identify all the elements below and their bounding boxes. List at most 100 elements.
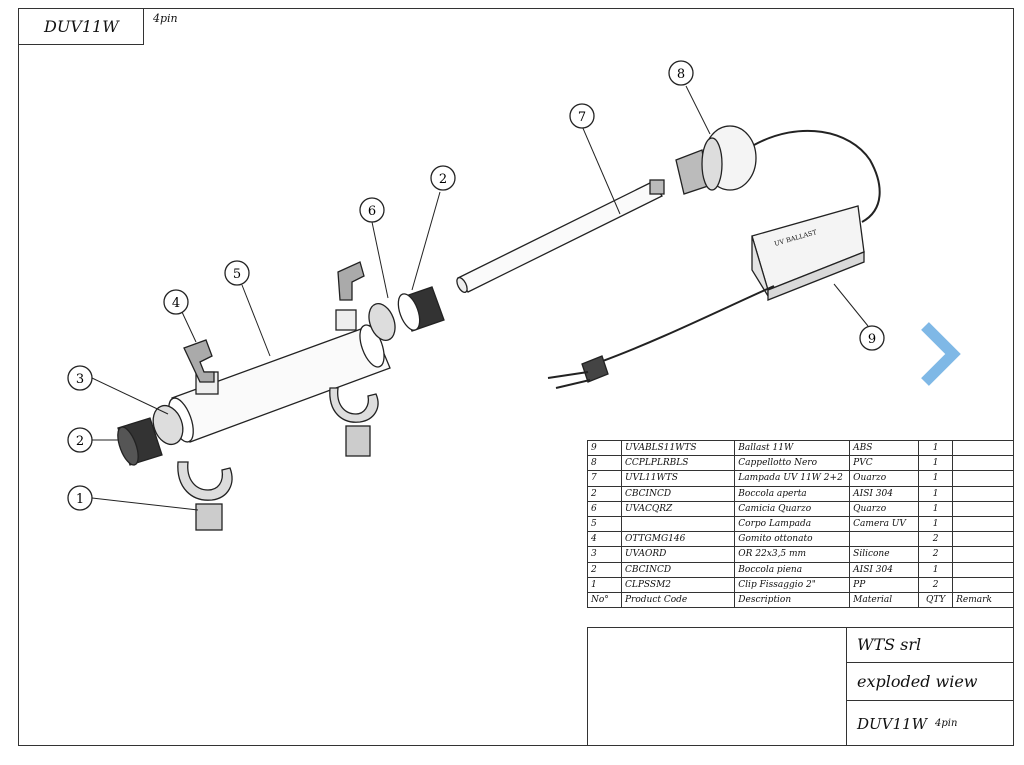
bom-cell: Gomito ottonato [734, 531, 851, 548]
bom-cell: 2 [587, 485, 622, 502]
bom-cell [952, 515, 1014, 533]
bom-cell: 4 [587, 531, 622, 548]
svg-text:4: 4 [172, 296, 180, 311]
svg-text:9: 9 [868, 332, 876, 347]
bom-cell: CLPSSM2 [620, 576, 736, 593]
bom-cell: OTTGMG146 [620, 531, 736, 548]
bom-cell: Corpo Lampada [734, 515, 851, 533]
bom-cell: Camicia Quarzo [734, 500, 851, 517]
elbow-fitting-left [183, 339, 215, 383]
title-block [587, 627, 1014, 746]
bom-cell: Cappellotto Nero [734, 455, 851, 472]
bom-cell [952, 561, 1014, 578]
bom-cell [952, 531, 1014, 548]
bom-cell [849, 531, 920, 548]
bom-cell: 5 [587, 515, 622, 533]
bom-cell: 1 [587, 576, 622, 593]
bom-cell [952, 485, 1014, 502]
bom-cell: 6 [587, 500, 622, 517]
end-cap-right [368, 286, 445, 341]
drawing-subtitle: 4pin [153, 12, 178, 25]
bom-cell: 3 [587, 546, 622, 563]
callout-9: 9 [859, 325, 885, 351]
svg-text:8: 8 [677, 67, 685, 82]
bom-cell: 2 [918, 531, 954, 548]
svg-text:2: 2 [439, 172, 447, 187]
bom-cell: 7 [587, 470, 622, 487]
elbow-fitting-right [337, 261, 365, 301]
bom-cell: OR 22x3,5 mm [734, 546, 851, 563]
bom-cell: Clip Fissaggio 2" [734, 576, 851, 593]
bom-cell: 9 [587, 439, 622, 457]
company-name: WTS srl [846, 627, 1014, 663]
bom-cell: CBCINCD [620, 485, 736, 502]
callout-4: 4 [163, 289, 189, 315]
callout-6: 6 [359, 197, 385, 223]
end-cap-left [117, 404, 184, 466]
drawing-frame [18, 8, 1014, 746]
bom-cell: 1 [918, 485, 954, 502]
chevron-right-icon [921, 322, 961, 386]
bom-cell: Camera UV [849, 515, 920, 533]
callout-2-right: 2 [430, 165, 456, 191]
bom-cell: Boccola piena [734, 561, 851, 578]
bom-cell: 1 [918, 439, 954, 457]
bom-cell: UVACQRZ [620, 500, 736, 517]
bom-cell: 8 [587, 455, 622, 472]
callout-7: 7 [569, 103, 595, 129]
bom-cell: Ballast 11W [734, 439, 851, 457]
power-plug [547, 355, 609, 389]
bom-header: Description [734, 591, 851, 609]
bom-cell: 1 [918, 515, 954, 533]
bom-cell: 1 [918, 470, 954, 487]
callout-8: 8 [668, 60, 694, 86]
ballast-box: UV BALLAST [751, 205, 865, 301]
uv-lamp [456, 179, 665, 294]
drawing-title: DUV11W [18, 8, 144, 45]
bom-cell: AISI 304 [849, 485, 920, 502]
bom-cell: Ouarzo [849, 470, 920, 487]
view-name: exploded wiew [846, 663, 1014, 701]
next-page-button[interactable] [917, 320, 963, 388]
svg-text:1: 1 [76, 492, 84, 507]
bom-cell: Lampada UV 11W 2+2 [734, 470, 851, 487]
bom-cell [952, 546, 1014, 563]
bom-cell: PP [849, 576, 920, 593]
bom-cell [952, 470, 1014, 487]
bom-header: Remark [952, 591, 1014, 609]
callout-2-left: 2 [67, 427, 93, 453]
bom-cell: 1 [918, 500, 954, 517]
svg-text:5: 5 [233, 267, 241, 282]
bom-cell: 2 [918, 546, 954, 563]
bom-cell [952, 576, 1014, 593]
callouts: 1 2 2 3 4 5 6 7 8 9 [67, 60, 885, 511]
mounting-clip-lower [177, 461, 233, 531]
bom-cell: Silicone [849, 546, 920, 563]
bom-cell: PVC [849, 455, 920, 472]
callout-1: 1 [67, 485, 93, 511]
bom-cell: ABS [849, 439, 920, 457]
bom-header: No° [587, 591, 622, 609]
bom-cell: AISI 304 [849, 561, 920, 578]
bom-header: QTY [918, 591, 954, 609]
model-sub-label: 4pin [935, 718, 958, 729]
bom-header: Material [849, 591, 920, 609]
bom-header: Product Code [620, 591, 736, 609]
svg-text:3: 3 [76, 372, 84, 387]
bom-cell [620, 515, 736, 533]
bom-cell [952, 439, 1014, 457]
bom-cell: 2 [587, 561, 622, 578]
callout-3: 3 [67, 365, 93, 391]
